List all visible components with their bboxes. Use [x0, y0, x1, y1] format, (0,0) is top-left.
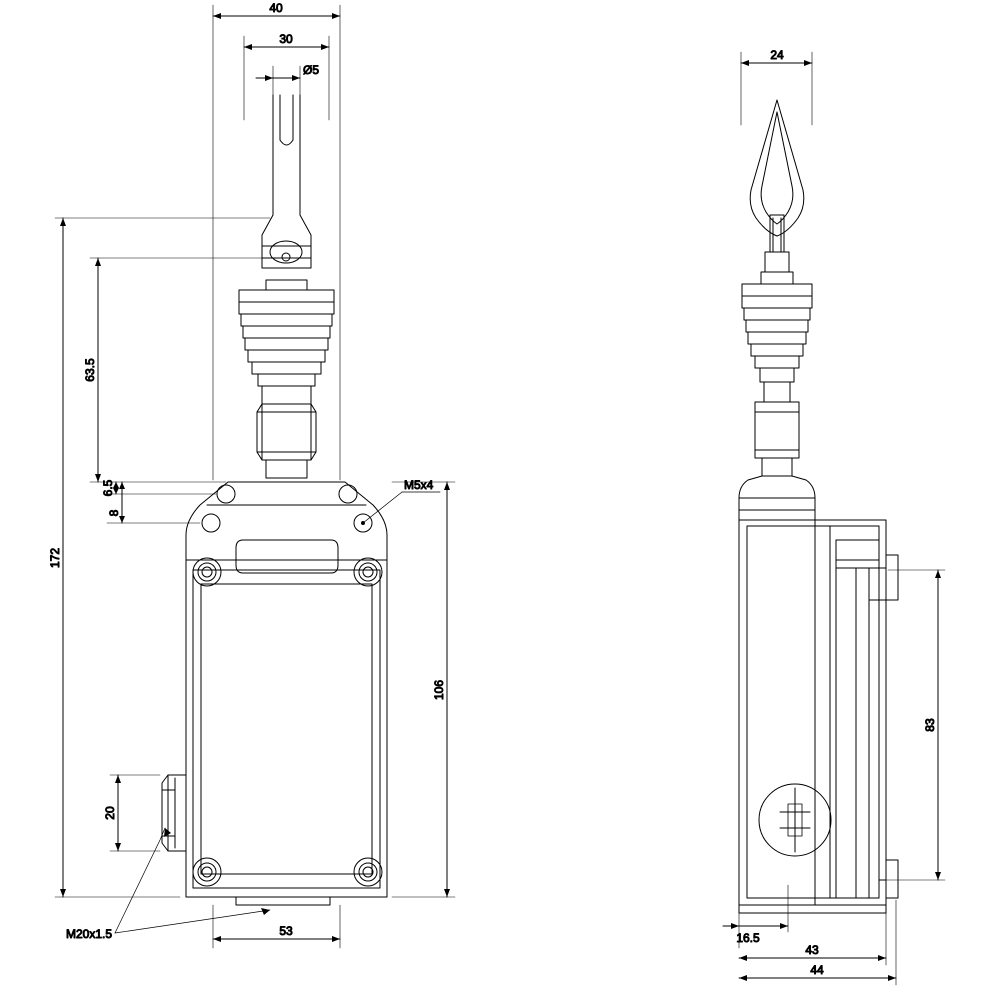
side-fork: [749, 99, 805, 273]
leader-m20x15: [114, 827, 271, 934]
front-extension-lines: [212, 4, 341, 481]
front-bottom-plate: [235, 896, 331, 906]
dim-6_5-text: 6.5: [101, 479, 115, 496]
dim-40-text: 40: [269, 1, 283, 15]
dim-8-text: 8: [107, 509, 121, 516]
front-clevis: [261, 214, 312, 269]
label-m20x15: M20x1.5: [66, 927, 112, 941]
front-neck-nut: [256, 385, 317, 479]
dim-6_5: [113, 481, 119, 495]
side-bellows: [741, 271, 813, 383]
dim-24: [740, 60, 813, 66]
front-fork-rod: [272, 94, 301, 216]
side-cover-screw: [758, 783, 832, 857]
dim-106: [444, 481, 450, 898]
dim-63_5-text: 63.5: [83, 358, 97, 382]
dim-44: [738, 975, 897, 981]
dim-diameter-5: [255, 75, 301, 81]
dim-53-text: 53: [279, 924, 293, 938]
dim-30: [243, 44, 330, 50]
dim-40: [212, 13, 341, 19]
front-bellows: [238, 279, 335, 387]
dim-83: [935, 569, 941, 881]
dim-172: [60, 217, 66, 898]
dim-83-text: 83: [923, 718, 937, 732]
dim-30-text: 30: [279, 32, 293, 46]
side-body: [738, 519, 887, 906]
dim-16_5-text: 16.5: [736, 931, 760, 945]
front-body: [185, 557, 388, 898]
dim-diameter-5-text: Ø5: [303, 63, 319, 77]
side-side-blocks: [738, 554, 899, 914]
dim-20-text: 20: [103, 806, 117, 820]
dim-43-text: 43: [805, 943, 819, 957]
dim-106-text: 106: [432, 680, 446, 700]
dim-8: [119, 481, 125, 524]
front-head-flange: [185, 481, 388, 574]
label-m5x4: M5x4: [404, 478, 434, 492]
dim-172-text: 172: [48, 548, 62, 568]
front-vertical-extension-lines: [54, 217, 456, 949]
front-cable-gland: [161, 774, 187, 852]
side-neck-nut: [754, 381, 800, 477]
side-extension-lines: [738, 51, 946, 986]
leader-m5x4: [361, 491, 441, 525]
dim-63_5: [95, 257, 101, 483]
dim-43: [738, 955, 887, 961]
dim-53: [212, 936, 341, 942]
dim-44-text: 44: [810, 963, 824, 977]
dim-24-text: 24: [770, 48, 784, 62]
dim-20: [115, 774, 121, 852]
side-head: [738, 475, 816, 521]
dim-16_5: [722, 923, 789, 929]
